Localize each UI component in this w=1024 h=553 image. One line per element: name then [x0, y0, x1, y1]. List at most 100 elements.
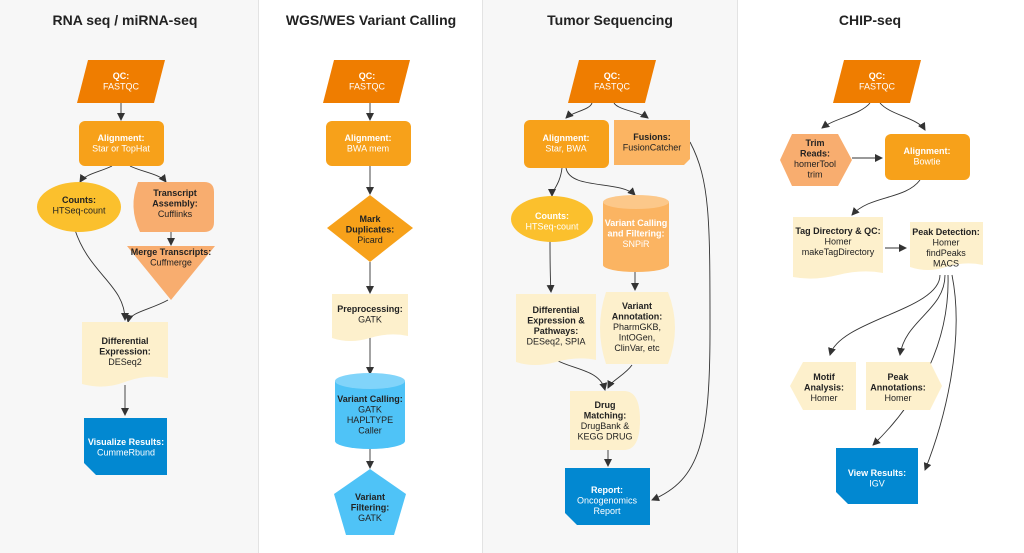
node-detail: Homer: [824, 237, 851, 247]
edge: [548, 167, 563, 197]
edge: [651, 141, 711, 501]
node-title: Drug: [595, 400, 616, 410]
node-detail: CummeRbund: [97, 448, 155, 458]
node-detail: HTSeq-count: [52, 206, 106, 216]
node-detail: GATK: [358, 405, 382, 415]
document-shape: [793, 217, 883, 279]
node-title: Alignment:: [904, 146, 951, 156]
mark-duplicates-diamond: [327, 195, 413, 262]
node-title: Variant Calling:: [337, 394, 403, 404]
node-title: Mark: [359, 214, 381, 224]
node-title: Analysis:: [804, 383, 844, 393]
node-detail: SNPiR: [622, 239, 650, 249]
edge: [74, 229, 129, 321]
node-title: Alignment:: [543, 133, 590, 143]
node-detail: IGV: [869, 479, 885, 489]
alignment-box: [326, 121, 411, 166]
node-detail: FASTQC: [103, 82, 140, 92]
node-detail: FASTQC: [859, 82, 896, 92]
column-title-wgs: WGS/WES Variant Calling: [286, 12, 456, 28]
node-title: Preprocessing:: [337, 304, 403, 314]
node-title: Trim: [805, 138, 824, 148]
counts-ellipse: [511, 196, 593, 242]
qc-parallelogram: [77, 60, 165, 103]
node-title: Differential: [101, 336, 148, 346]
node-detail: IntOGen,: [619, 333, 656, 343]
node-detail: homerTool: [794, 159, 836, 169]
stored-data-shape: [600, 292, 675, 364]
node-detail: Cuffmerge: [150, 258, 192, 268]
node-label-chip-qc: QC:FASTQC: [859, 71, 896, 92]
edge: [879, 102, 926, 131]
node-title: Reads:: [800, 149, 830, 159]
node-title: Filtering:: [351, 503, 390, 513]
node-detail: FusionCatcher: [623, 143, 682, 153]
edge: [613, 102, 649, 119]
alignment-box: [79, 121, 164, 166]
node-title: Alignment:: [345, 133, 392, 143]
node-label-tum-fusions: Fusions:FusionCatcher: [623, 132, 682, 153]
node-detail: DESeq2: [108, 357, 142, 367]
node-detail: ClinVar, etc: [614, 343, 660, 353]
node-label-rna-align: Alignment:Star or TopHat: [92, 133, 150, 154]
qc-parallelogram: [323, 60, 410, 103]
edge: [851, 179, 921, 216]
display-shape: [84, 418, 167, 475]
document-shape: [332, 294, 408, 341]
node-label-tum-counts: Counts:HTSeq-count: [525, 211, 579, 232]
node-detail: Bowtie: [913, 157, 940, 167]
edge: [546, 239, 555, 293]
edge: [129, 165, 167, 183]
node-detail: Homer: [884, 393, 911, 403]
qc-parallelogram: [568, 60, 656, 103]
shapes: [37, 60, 983, 535]
node-label-rna-qc: QC:FASTQC: [103, 71, 140, 92]
document-shape: [516, 294, 596, 365]
edge: [565, 167, 636, 196]
transcript-assembly-shape: [133, 182, 214, 232]
qc-parallelogram: [833, 60, 921, 103]
node-detail: HAPLTYPE: [347, 415, 393, 425]
edge: [79, 165, 113, 183]
node-title: Differential: [532, 305, 579, 315]
node-label-rna-visualize: Visualize Results:CummeRbund: [88, 437, 164, 458]
node-detail: Homer: [932, 238, 959, 248]
node-detail: GATK: [358, 513, 382, 523]
node-title: Fusions:: [633, 132, 671, 142]
node-title: Annotations:: [870, 383, 926, 393]
node-detail: Picard: [357, 235, 383, 245]
edges: [74, 102, 957, 501]
node-detail: Star, BWA: [545, 144, 586, 154]
node-title: QC:: [869, 71, 886, 81]
edge: [555, 359, 608, 391]
variant-calling-cylinder-top: [603, 195, 669, 209]
merge-triangle: [127, 246, 215, 300]
node-detail: findPeaks: [926, 248, 966, 258]
edge: [828, 274, 941, 356]
node-label-rna-merge: Merge Transcripts:Cuffmerge: [131, 247, 212, 268]
variant-calling-cylinder-top: [335, 373, 405, 389]
node-label-tum-align: Alignment:Star, BWA: [543, 133, 590, 154]
node-title: Motif: [813, 372, 835, 382]
node-title: Expression &: [527, 316, 585, 326]
node-label-chip-view: View Results:IGV: [848, 468, 906, 489]
node-detail: Oncogenomics: [577, 496, 638, 506]
node-title: Merge Transcripts:: [131, 247, 212, 257]
node-detail: BWA mem: [347, 144, 389, 154]
node-detail: Homer: [810, 393, 837, 403]
edge: [565, 102, 593, 119]
node-detail: trim: [808, 170, 823, 180]
node-detail: Report: [593, 506, 621, 516]
node-title: Assembly:: [152, 199, 198, 209]
